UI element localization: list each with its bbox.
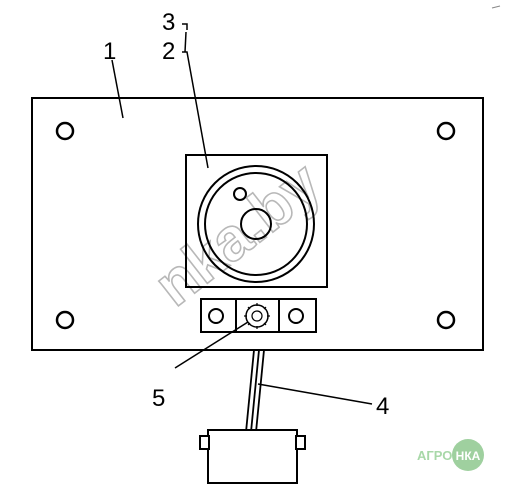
adjuster-knob [244, 303, 270, 329]
leader-3 [184, 31, 187, 53]
logo-right-text: НКА [456, 449, 481, 463]
callout-1: 1 [103, 38, 116, 65]
leader-2 [182, 51, 209, 169]
plug-tab-right [295, 435, 306, 450]
leader-lines [111, 23, 373, 405]
cable [245, 349, 265, 433]
plug-body [207, 429, 298, 484]
mounting-hole [436, 310, 456, 330]
mounting-hole [55, 310, 75, 330]
logo-badge-icon [452, 439, 484, 471]
housing-frame [185, 154, 328, 288]
mounting-holes [55, 121, 456, 330]
agronka-logo: АГРО НКА [417, 439, 484, 471]
callout-3: 3 [162, 9, 175, 36]
sensor-housing [185, 154, 328, 288]
terminal-screw-right [288, 308, 304, 324]
terminal-frame [200, 298, 317, 333]
callout-4: 4 [376, 393, 389, 420]
connector-plug [199, 429, 306, 484]
mounting-hole [436, 121, 456, 141]
terminal-block [200, 298, 317, 333]
inner-ring [204, 172, 308, 276]
leader-3-hook [182, 23, 188, 30]
plug-tab-left [199, 435, 210, 450]
leader-1 [111, 59, 124, 119]
leader-5 [174, 321, 249, 369]
corner-mark [491, 5, 501, 9]
callout-5: 5 [152, 385, 165, 412]
vent-hole [233, 187, 247, 201]
outer-ring [197, 165, 315, 283]
center-hub [240, 208, 272, 240]
logo-left-text: АГРО [417, 448, 452, 463]
leader-4 [257, 383, 373, 405]
callout-2: 2 [162, 38, 175, 65]
mounting-hole [55, 121, 75, 141]
terminal-screw-left [208, 308, 224, 324]
